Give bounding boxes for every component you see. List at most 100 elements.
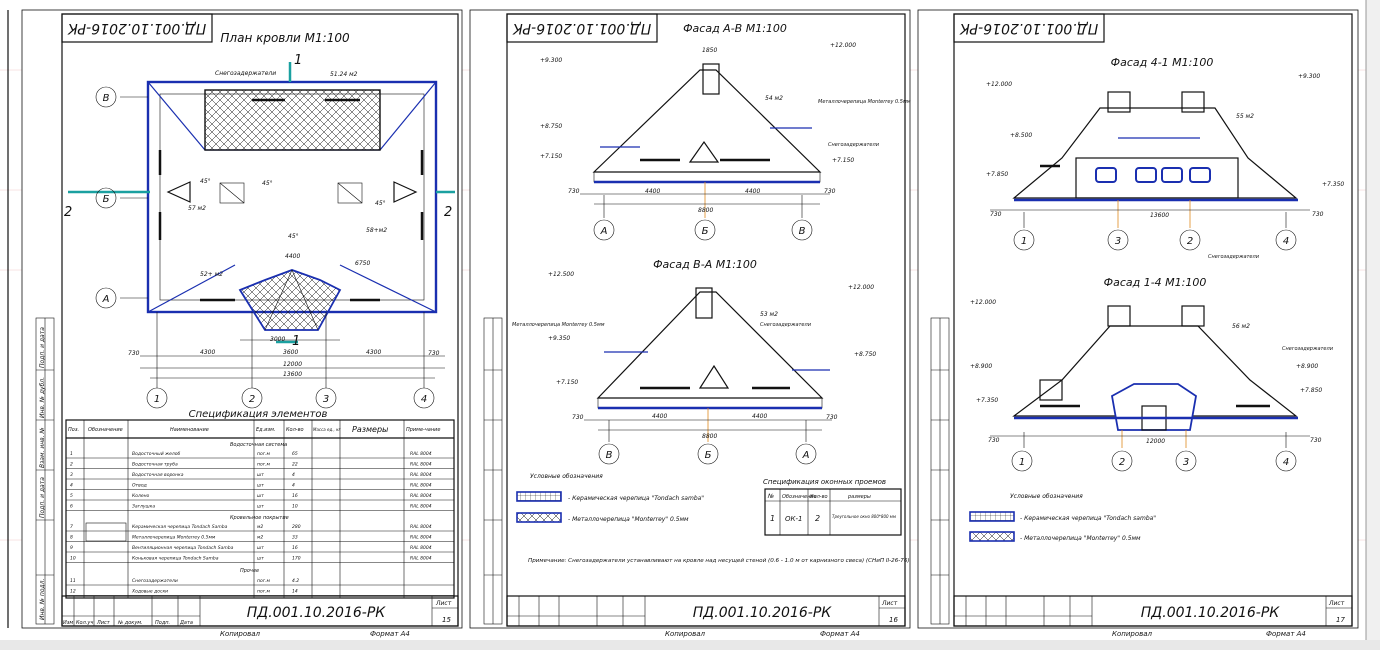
axis-col-2: 2 — [249, 394, 255, 405]
dim-6750: 6750 — [355, 260, 370, 267]
table-cell: Заглушка — [132, 504, 155, 510]
tb-col-1: Изм — [63, 620, 73, 626]
sheet-stamp-3: ПД.001.10.2016-РК — [959, 20, 1098, 36]
f14-axis-4: 4 — [1283, 457, 1289, 468]
fab-note-metal: Металлочерепица Monterrey 0.5мм — [818, 99, 911, 105]
tb-col-4: № докум. — [117, 620, 143, 626]
fab-level-2: +9.300 — [540, 57, 562, 64]
dim-b-3: 3600 — [283, 349, 298, 356]
f14-level-4: +8.900 — [1296, 363, 1318, 370]
area-label-2: 52+ м2 — [200, 271, 223, 278]
vertical-scrollbar[interactable] — [1365, 0, 1380, 650]
table-cell: Водосточная труба — [132, 462, 178, 468]
table-cell: шт — [257, 484, 264, 489]
table-cell: 10 — [292, 504, 298, 510]
facade-ba-title: Фасад В-А М1:100 — [653, 258, 757, 271]
title-block-1: Изм Кол.уч Лист № докум. Подп. Дата ПД.0… — [61, 595, 459, 638]
table-cell: Водосточный желоб — [132, 451, 181, 457]
table-cell: 11 — [70, 578, 76, 584]
fba-level-2: +12.000 — [848, 284, 874, 291]
fba-dim-total: 8800 — [702, 433, 717, 440]
table-cell: м2 — [257, 535, 263, 541]
f41-dim-1: 730 — [990, 211, 1002, 218]
facade-41[interactable]: 1 3 2 4 730 13600 730 +12.000 +9.300 +8.… — [986, 73, 1344, 260]
spec-h-7: Размеры — [352, 425, 388, 434]
fab-area: 54 м2 — [765, 95, 783, 102]
window-spec: Спецификация оконных проемов № Обозначен… — [763, 478, 902, 536]
cut-mark-4: 2 — [444, 205, 452, 220]
table-cell: Коньковая черепица Tondach Samba — [132, 556, 219, 562]
ws-r-2: ОК-1 — [785, 515, 802, 523]
table-cell: RAL 8004 — [410, 483, 432, 489]
ws-r-1: 1 — [770, 514, 775, 523]
tb-copied: Копировал — [220, 630, 261, 638]
side-stamp-3 — [930, 317, 950, 625]
table-cell: 9 — [70, 545, 73, 551]
table-cell: RAL 8004 — [410, 545, 432, 551]
side-stamp-1: Подп. и дата — [39, 327, 46, 368]
table-cell: 22 — [292, 462, 298, 468]
sheet-3[interactable]: ПД.001.10.2016-РК Фасад 4-1 М1:100 1 3 — [917, 9, 1359, 638]
spec-group-1: Водосточная система — [230, 442, 287, 448]
status-strip — [0, 640, 1380, 650]
f14-axis-2: 2 — [1119, 457, 1125, 468]
table-cell: 5 — [70, 493, 73, 499]
table-cell: Вентиляционная черепица Tondach Samba — [132, 545, 234, 551]
f14-area: 56 м2 — [1232, 323, 1250, 330]
fab-axis-3: В — [799, 226, 806, 237]
facade-14[interactable]: 1 2 3 4 730 12000 730 +12.000 +8.900 +7.… — [970, 299, 1334, 472]
f41-level-1: +12.000 — [986, 81, 1012, 88]
dim-b-5: 730 — [428, 350, 440, 357]
roof-plan[interactable]: 1 2 1 2 Снегозадержатели 51.24 м2 52+ м2… — [64, 53, 455, 349]
fba-level-3: +9.350 — [548, 335, 570, 342]
spec-h-4: Ед.изм. — [256, 427, 275, 433]
dim-total: 13600 — [283, 371, 302, 378]
fba-note-metal: Металлочерепица Monterrey 0.5мм — [512, 322, 605, 328]
table-cell: RAL 8004 — [410, 504, 432, 510]
spec-h-2: Обозначение — [88, 427, 123, 433]
table-cell: пог.м — [257, 590, 270, 595]
table-cell: RAL 8004 — [410, 524, 432, 530]
table-cell: шт — [257, 546, 264, 551]
slope-3: 45° — [288, 233, 299, 240]
f41-level-4: +7.850 — [986, 171, 1008, 178]
ws-h-3: Кол-во — [810, 494, 828, 500]
facade-ab[interactable]: А Б В 730 4400 4400 730 8800 1850 +12.00… — [540, 42, 911, 241]
fba-dim-4: 730 — [826, 414, 838, 421]
cut-mark-3: 1 — [292, 334, 300, 349]
table-cell: пог.м — [257, 452, 270, 457]
table-cell: 4.2 — [292, 578, 299, 584]
spec-h-3: Наименование — [170, 427, 209, 433]
axis-col-1: 1 — [154, 394, 160, 405]
table-cell: шт — [257, 473, 264, 478]
facade-ba[interactable]: В Б А 730 4400 4400 730 8800 +12.500 +12… — [512, 271, 876, 465]
f41-axis-1: 1 — [1021, 236, 1027, 247]
table-cell: Отвод — [132, 483, 147, 489]
tb3-format: Формат А4 — [1266, 630, 1306, 638]
fab-axis-1: А — [600, 226, 608, 237]
tb2-sheet-no: 16 — [889, 616, 898, 624]
sheet-1[interactable]: Подп. и дата Инв. № дубл. Взам. инв. № П… — [21, 9, 463, 638]
sheet-2[interactable]: ПД.001.10.2016-РК Фасад А-В М1:100 А Б В… — [469, 9, 911, 638]
f14-note-snow: Снегозадержатели — [1282, 346, 1334, 352]
slope-1: 45° — [200, 178, 211, 185]
spec-title: Спецификация элементов — [189, 409, 328, 420]
tb-format: Формат А4 — [370, 630, 410, 638]
legend-item-1: - Керамическая черепица "Tondach samba" — [568, 495, 704, 502]
snow-guard-label: Снегозадержатели — [215, 70, 276, 77]
tb2-copied: Копировал — [665, 630, 706, 638]
dormer-area-1: 57 м2 — [188, 205, 206, 212]
f41-dim-3: 730 — [1312, 211, 1324, 218]
fba-axis-1: В — [606, 450, 613, 461]
cut-mark-2: 2 — [64, 205, 72, 220]
table-cell: RAL 8004 — [410, 451, 432, 457]
f14-axis-3: 3 — [1183, 457, 1189, 468]
table-cell: 170 — [292, 556, 301, 562]
fab-dim-3: 4400 — [745, 188, 760, 195]
legend3-item-1: - Керамическая черепица "Tondach samba" — [1020, 515, 1156, 522]
f41-note-snow: Снегозадержатели — [1208, 254, 1260, 260]
facade-ab-title: Фасад А-В М1:100 — [683, 22, 787, 35]
